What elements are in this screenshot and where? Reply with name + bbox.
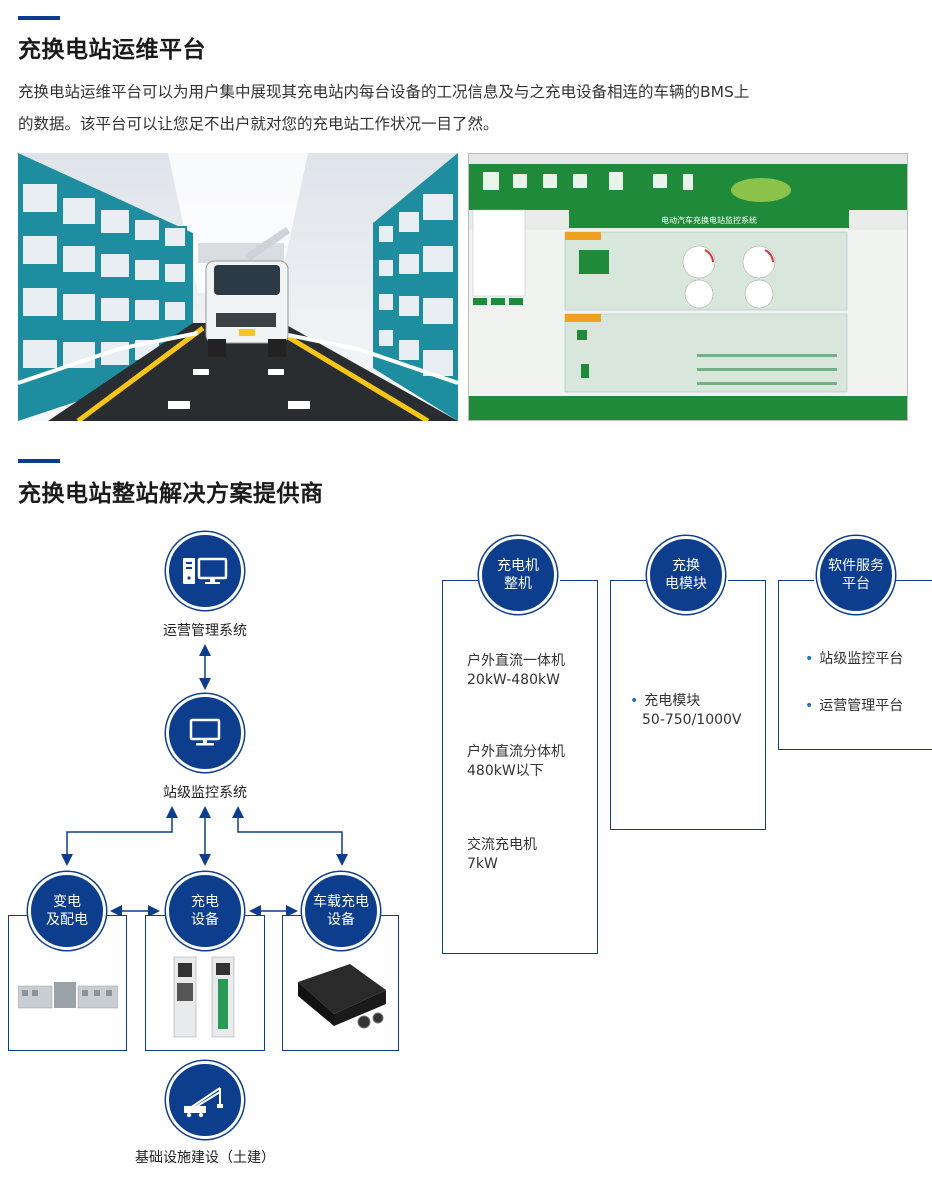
civil-construction-node: [166, 1061, 244, 1139]
charging-pile-image: [168, 955, 244, 1040]
onboard-charger-node: 车载充电 设备: [302, 872, 380, 950]
section1-desc-line2: 的数据。该平台可以让您足不出户就对您的充电站工作状况一目了然。: [18, 115, 499, 133]
ops-management-label: 运营管理系统: [163, 623, 247, 639]
charger-spec-2-range: 480kW以下: [467, 763, 544, 779]
charge-line2: 设备: [191, 912, 219, 928]
computer-icon: [183, 557, 228, 584]
module-product-box: [610, 580, 766, 830]
charger-spec-3: 交流充电机 7kW: [467, 836, 537, 874]
ops-management-node: [166, 532, 244, 610]
section1-description: 充换电站运维平台可以为用户集中展现其充电站内每台设备的工况信息及与之充电设备相连…: [18, 76, 918, 140]
bullet-icon: •: [805, 698, 814, 714]
module-line2: 电模块: [665, 576, 707, 592]
section2-accent-bar: [18, 459, 60, 463]
charger-spec-3-name: 交流充电机: [467, 837, 537, 853]
module-spec: • 充电模块 50-750/1000V: [630, 692, 742, 730]
civil-construction-label: 基础设施建设（土建）: [135, 1150, 275, 1166]
crane-icon: [184, 1087, 223, 1118]
software-line1: 软件服务: [828, 558, 884, 574]
switchgear-image: [17, 982, 119, 1010]
charging-equipment-node: 充电 设备: [166, 872, 244, 950]
onboard-line1: 车载充电: [313, 894, 369, 910]
software-spec-2-text: 运营管理平台: [819, 698, 904, 714]
charger-line1: 充电机: [497, 558, 539, 574]
module-line1: 充换: [672, 558, 700, 574]
charger-spec-3-range: 7kW: [467, 856, 498, 872]
charger-product-node: 充电机 整机: [479, 536, 557, 614]
monitor-icon: [189, 718, 221, 746]
power-line1: 变电: [53, 894, 81, 910]
bullet-icon: •: [630, 693, 639, 709]
section1-accent-bar: [18, 16, 60, 20]
charger-spec-2: 户外直流分体机 480kW以下: [467, 743, 565, 781]
svg-text:电动汽车充换电站监控系统: 电动汽车充换电站监控系统: [661, 215, 757, 225]
onboard-charger-image: [294, 960, 390, 1034]
charger-line2: 整机: [504, 576, 532, 592]
power-distribution-node: 变电 及配电: [28, 872, 106, 950]
section1-desc-line1: 充换电站运维平台可以为用户集中展现其充电站内每台设备的工况信息及与之充电设备相连…: [18, 83, 750, 101]
charger-spec-1-range: 20kW-480kW: [467, 672, 560, 688]
software-spec-1-text: 站级监控平台: [819, 651, 904, 667]
station-monitor-label: 站级监控系统: [163, 785, 247, 801]
power-line2: 及配电: [46, 912, 88, 928]
software-product-node: 软件服务 平台: [817, 536, 895, 614]
software-spec-1: • 站级监控平台: [805, 650, 903, 669]
module-spec-range: 50-750/1000V: [642, 712, 742, 728]
station-monitor-node: [166, 694, 244, 772]
software-spec-2: • 运营管理平台: [805, 697, 903, 716]
charger-spec-1-name: 户外直流一体机: [467, 653, 565, 669]
charger-product-box: [442, 580, 598, 954]
charger-spec-2-name: 户外直流分体机: [467, 744, 565, 760]
software-line2: 平台: [842, 576, 870, 592]
monitoring-platform-screenshot: 电动汽车充换电站监控系统: [468, 153, 908, 421]
module-product-node: 充换 电模块: [647, 536, 725, 614]
section1-title: 充换电站运维平台: [18, 37, 206, 63]
charge-line1: 充电: [191, 894, 219, 910]
swap-station-photo: [18, 153, 458, 421]
module-spec-name: 充电模块: [644, 693, 701, 709]
charger-spec-1: 户外直流一体机 20kW-480kW: [467, 652, 565, 690]
section2-title: 充换电站整站解决方案提供商: [18, 481, 324, 507]
bullet-icon: •: [805, 651, 814, 667]
onboard-line2: 设备: [327, 912, 355, 928]
